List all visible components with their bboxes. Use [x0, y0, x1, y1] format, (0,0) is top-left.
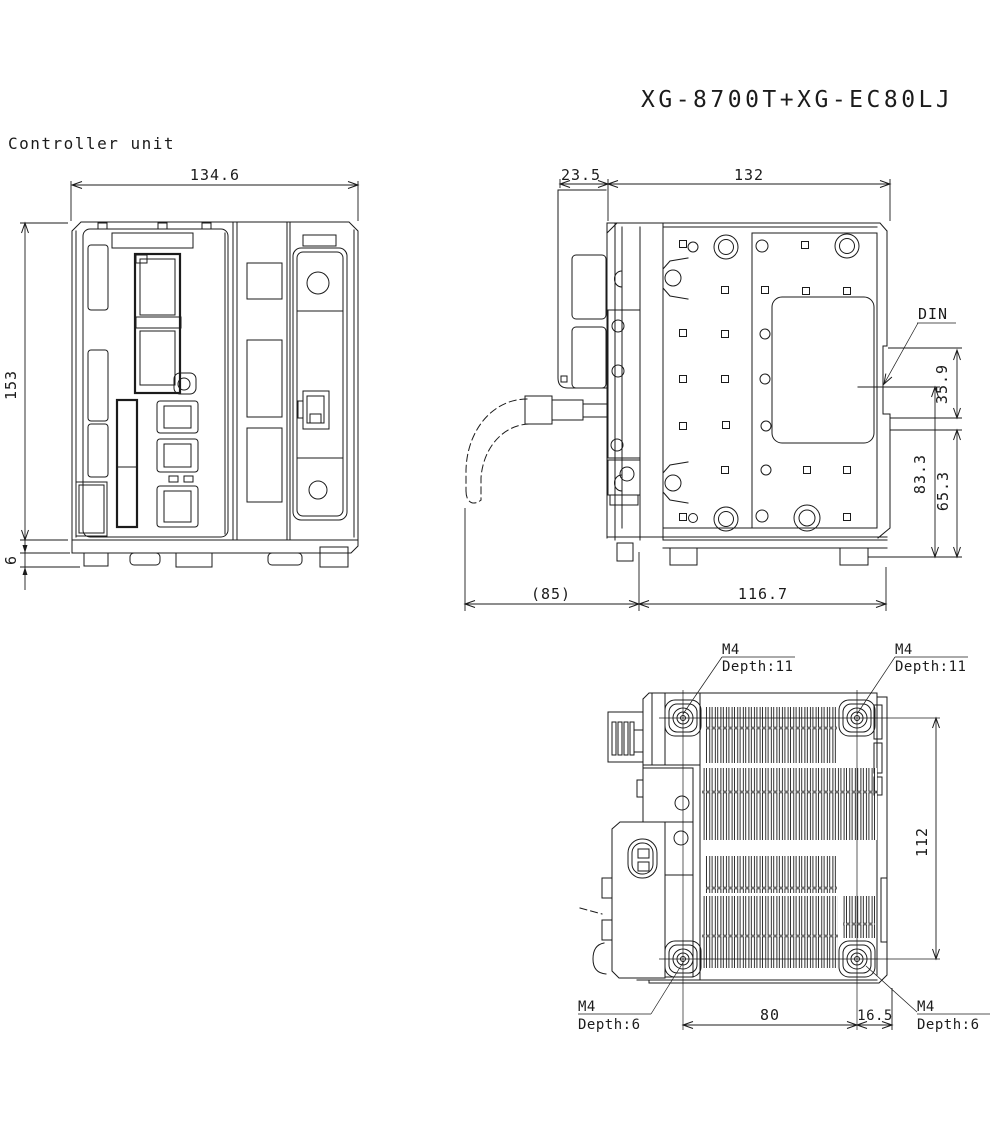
front-connector-column — [115, 398, 199, 529]
front-body-outline — [71, 221, 359, 554]
side-dim-cable: (85) — [463, 508, 641, 611]
bottom-right-slots — [873, 704, 888, 943]
din-recess — [771, 296, 875, 444]
svg-text:Depth:11: Depth:11 — [722, 659, 793, 675]
svg-text:6: 6 — [2, 555, 20, 565]
svg-text:35.9: 35.9 — [933, 364, 951, 404]
screw-hole-bottom — [308, 480, 328, 500]
svg-text:DIN: DIN — [918, 305, 948, 323]
cable-stub — [579, 907, 603, 915]
d-connector — [627, 838, 658, 879]
front-view: 134.6 153 6 — [2, 166, 360, 590]
screw-boss-top-left — [664, 699, 702, 737]
side-view: 23.5 132 DIN 35.9 83.3 65.3 — [463, 166, 962, 611]
side-dim-din-bottom: 65.3 — [890, 428, 962, 559]
side-dim-din-span: 83.3 — [858, 385, 962, 559]
screw-hole-top — [306, 271, 330, 295]
front-dim-width: 134.6 — [70, 166, 360, 221]
connector-port-1 — [156, 400, 199, 434]
front-feet — [83, 546, 349, 568]
svg-text:M4: M4 — [917, 999, 935, 1015]
front-card-bay — [133, 252, 197, 395]
card-slot-lower — [139, 330, 176, 386]
side-connector-2 — [571, 326, 607, 389]
din-clip — [592, 942, 607, 975]
svg-text:132: 132 — [734, 166, 764, 184]
bracket-top — [662, 257, 689, 300]
svg-text:Depth:6: Depth:6 — [578, 1017, 641, 1033]
callout-m4-top-right: M4 Depth:11 — [856, 642, 968, 715]
front-left-module — [75, 222, 229, 538]
svg-text:65.3: 65.3 — [934, 471, 952, 511]
rj45-port — [297, 390, 330, 430]
callout-m4-bottom-left: M4 Depth:6 — [578, 960, 685, 1033]
svg-text:83.3: 83.3 — [911, 454, 929, 494]
din-callout: DIN — [883, 305, 956, 386]
svg-text:Depth:6: Depth:6 — [917, 1017, 980, 1033]
callout-m4-bottom-right: M4 Depth:6 — [865, 965, 990, 1033]
svg-text:16.5: 16.5 — [857, 1008, 893, 1024]
side-dim-din-top: 35.9 — [888, 347, 962, 420]
card-slot-upper — [139, 258, 176, 316]
side-front-column — [607, 270, 641, 506]
bottom-terminal-connector — [607, 711, 644, 763]
cable-plug — [524, 395, 553, 425]
bracket-bottom — [662, 461, 689, 504]
screw-boss-bottom-left — [664, 940, 702, 978]
side-connector-1 — [571, 254, 607, 320]
screw-boss-top-right — [838, 699, 876, 737]
svg-text:80: 80 — [760, 1006, 780, 1024]
heatsink-fins — [702, 707, 877, 968]
front-right-panel — [292, 234, 348, 521]
side-dim-body-depth: 116.7 — [637, 567, 888, 611]
product-label: Controller unit — [8, 134, 175, 153]
side-dim-depth: 132 — [606, 166, 892, 221]
eject-button — [177, 377, 191, 391]
side-panel-details — [662, 232, 877, 529]
svg-text:Depth:11: Depth:11 — [895, 659, 966, 675]
svg-text:(85): (85) — [531, 585, 571, 603]
side-panel-holes — [679, 233, 860, 532]
connector-port-3 — [156, 485, 199, 528]
svg-text:M4: M4 — [578, 999, 596, 1015]
page-title: XG-8700T+XG-EC80LJ — [641, 87, 953, 113]
connector-port-2 — [156, 438, 199, 473]
svg-text:134.6: 134.6 — [190, 166, 240, 184]
side-front-flange — [557, 189, 607, 389]
side-cable — [465, 395, 608, 504]
callout-m4-top-left: M4 Depth:11 — [682, 642, 795, 715]
bottom-expansion-module — [579, 821, 666, 979]
bottom-dim-edge-offset: 16.5 — [855, 1008, 894, 1029]
front-mid-section — [232, 221, 291, 541]
side-dim-front-depth: 23.5 — [558, 166, 610, 221]
svg-text:116.7: 116.7 — [738, 585, 788, 603]
side-feet — [616, 539, 888, 566]
svg-text:M4: M4 — [722, 642, 740, 658]
side-body-outline — [606, 222, 913, 541]
battery-cover — [75, 481, 108, 537]
bottom-left-blocks — [636, 767, 694, 978]
screw-boss-bottom-right — [838, 940, 876, 978]
svg-text:M4: M4 — [895, 642, 913, 658]
front-dim-height: 153 — [2, 221, 68, 542]
svg-text:153: 153 — [2, 370, 20, 400]
label-window — [111, 232, 194, 249]
svg-text:112: 112 — [913, 827, 931, 857]
bottom-dim-height: 112 — [913, 716, 940, 961]
front-dim-foot: 6 — [2, 540, 80, 590]
svg-text:23.5: 23.5 — [561, 166, 601, 184]
bottom-view: M4 Depth:11 M4 Depth:11 M4 Depth:6 M4 De… — [578, 642, 990, 1033]
din-rail-edge — [877, 230, 891, 539]
